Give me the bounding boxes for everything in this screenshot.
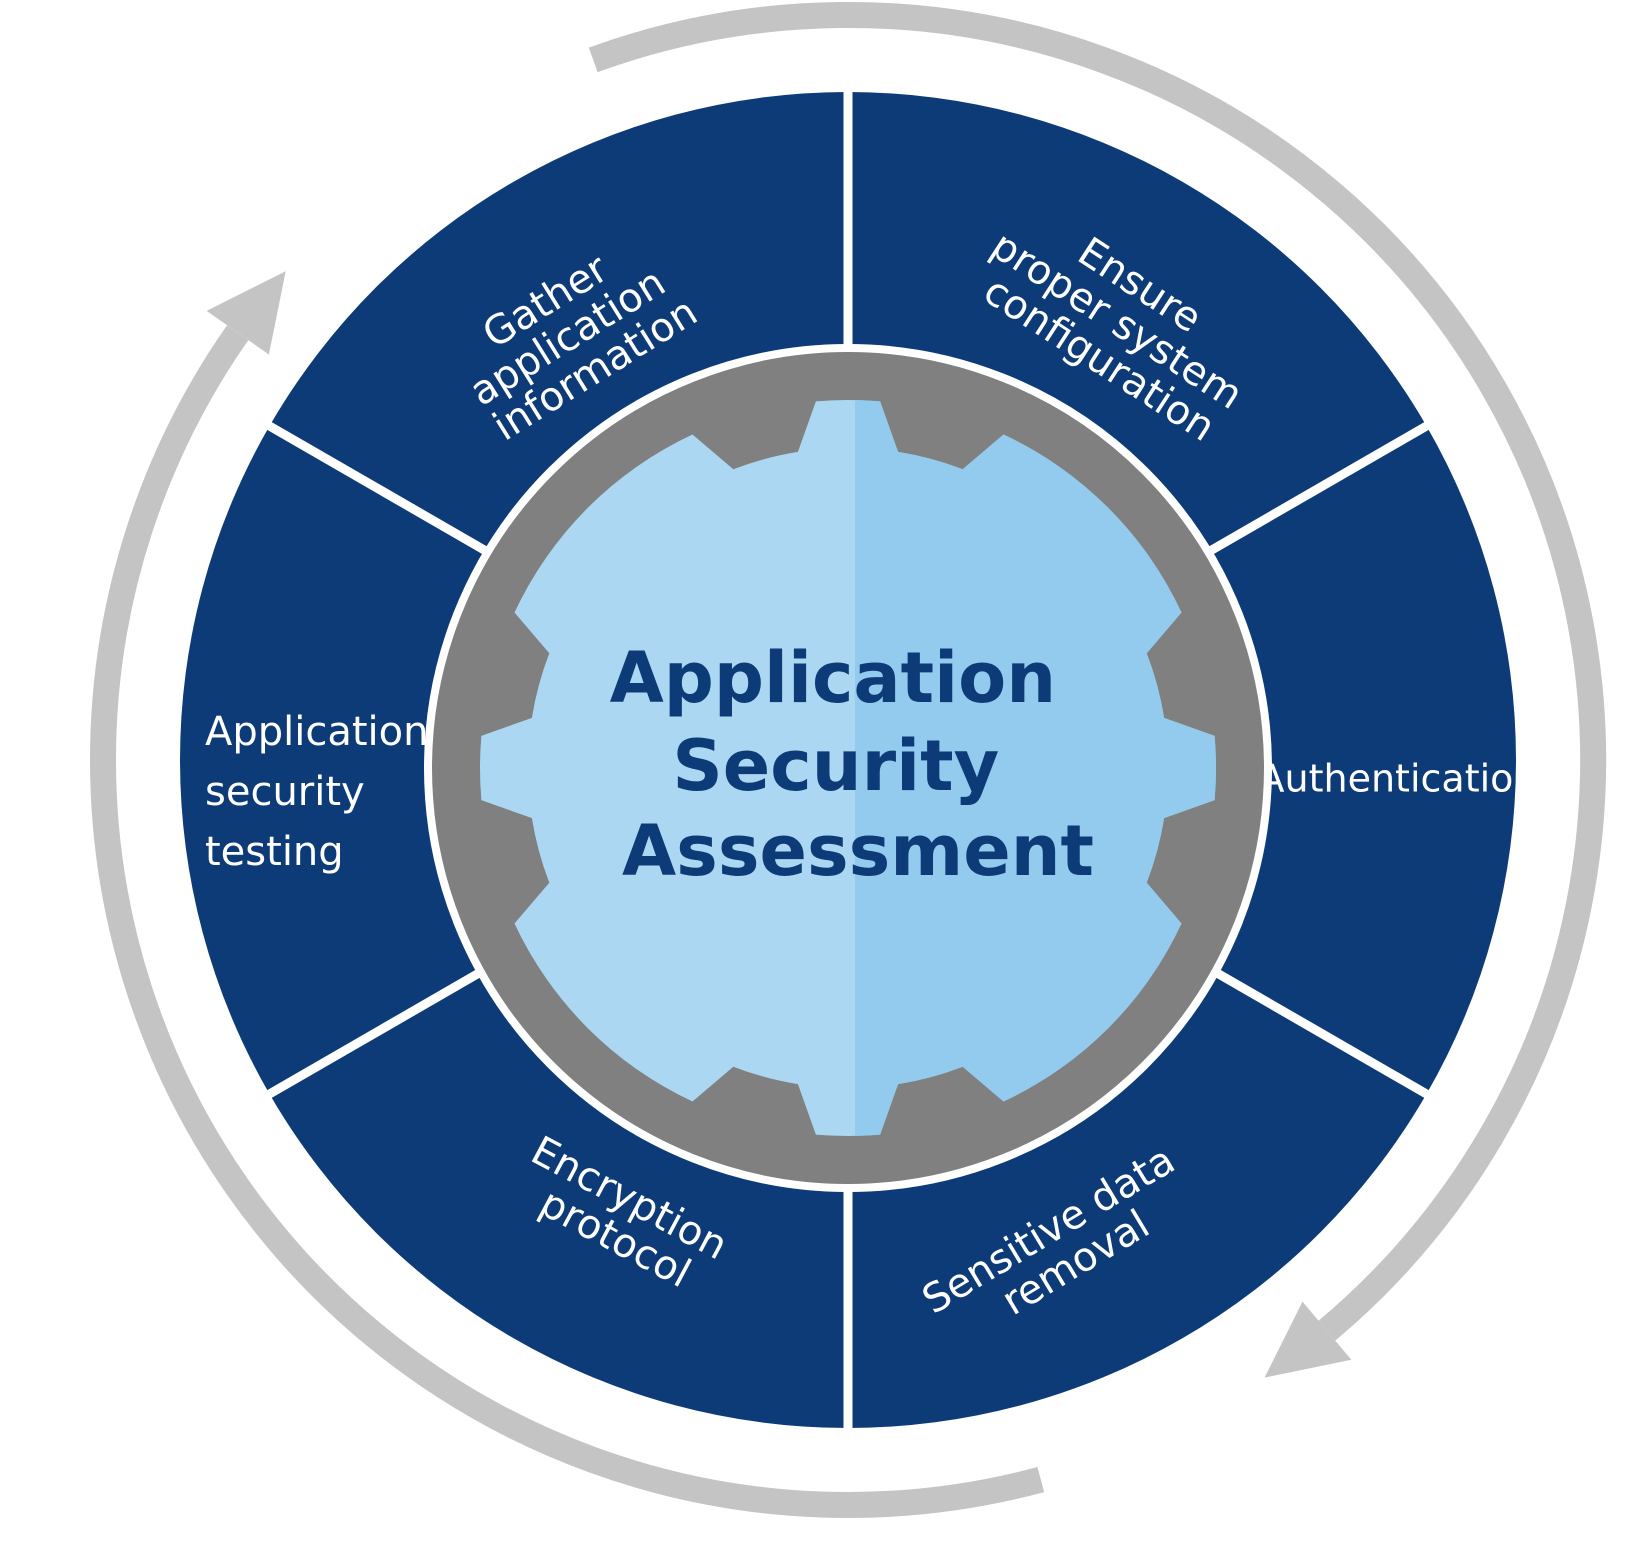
cycle-arrow-top-left-icon xyxy=(90,325,1045,1518)
center-title: Application Security Assessment xyxy=(610,637,1094,892)
gear-icon xyxy=(424,344,1272,1192)
cycle-arrow-top-left-head xyxy=(206,271,286,355)
center-title-line-1: Application xyxy=(610,637,1057,719)
svg-text:Application security: Application security testing xyxy=(205,709,441,875)
cycle-arrow-bottom-right-icon xyxy=(588,2,1607,1341)
label-auth-line-1: Authentication xyxy=(1259,756,1538,800)
center-title-line-3: Assessment xyxy=(622,810,1094,892)
label-testing: Application security testing xyxy=(205,709,441,875)
gear-shade xyxy=(855,400,1216,1136)
label-testing-line-3: testing xyxy=(205,829,344,875)
center-title-line-2: Security xyxy=(672,725,999,807)
cycle-arrows xyxy=(90,2,1607,1518)
label-testing-line-2: security xyxy=(205,769,365,815)
label-testing-line-1: Application xyxy=(205,709,429,755)
cycle-arrow-bottom-right-head xyxy=(1264,1301,1352,1378)
label-auth: Authentication xyxy=(1259,756,1538,800)
svg-text:Authentication: Authentication xyxy=(1259,756,1538,800)
